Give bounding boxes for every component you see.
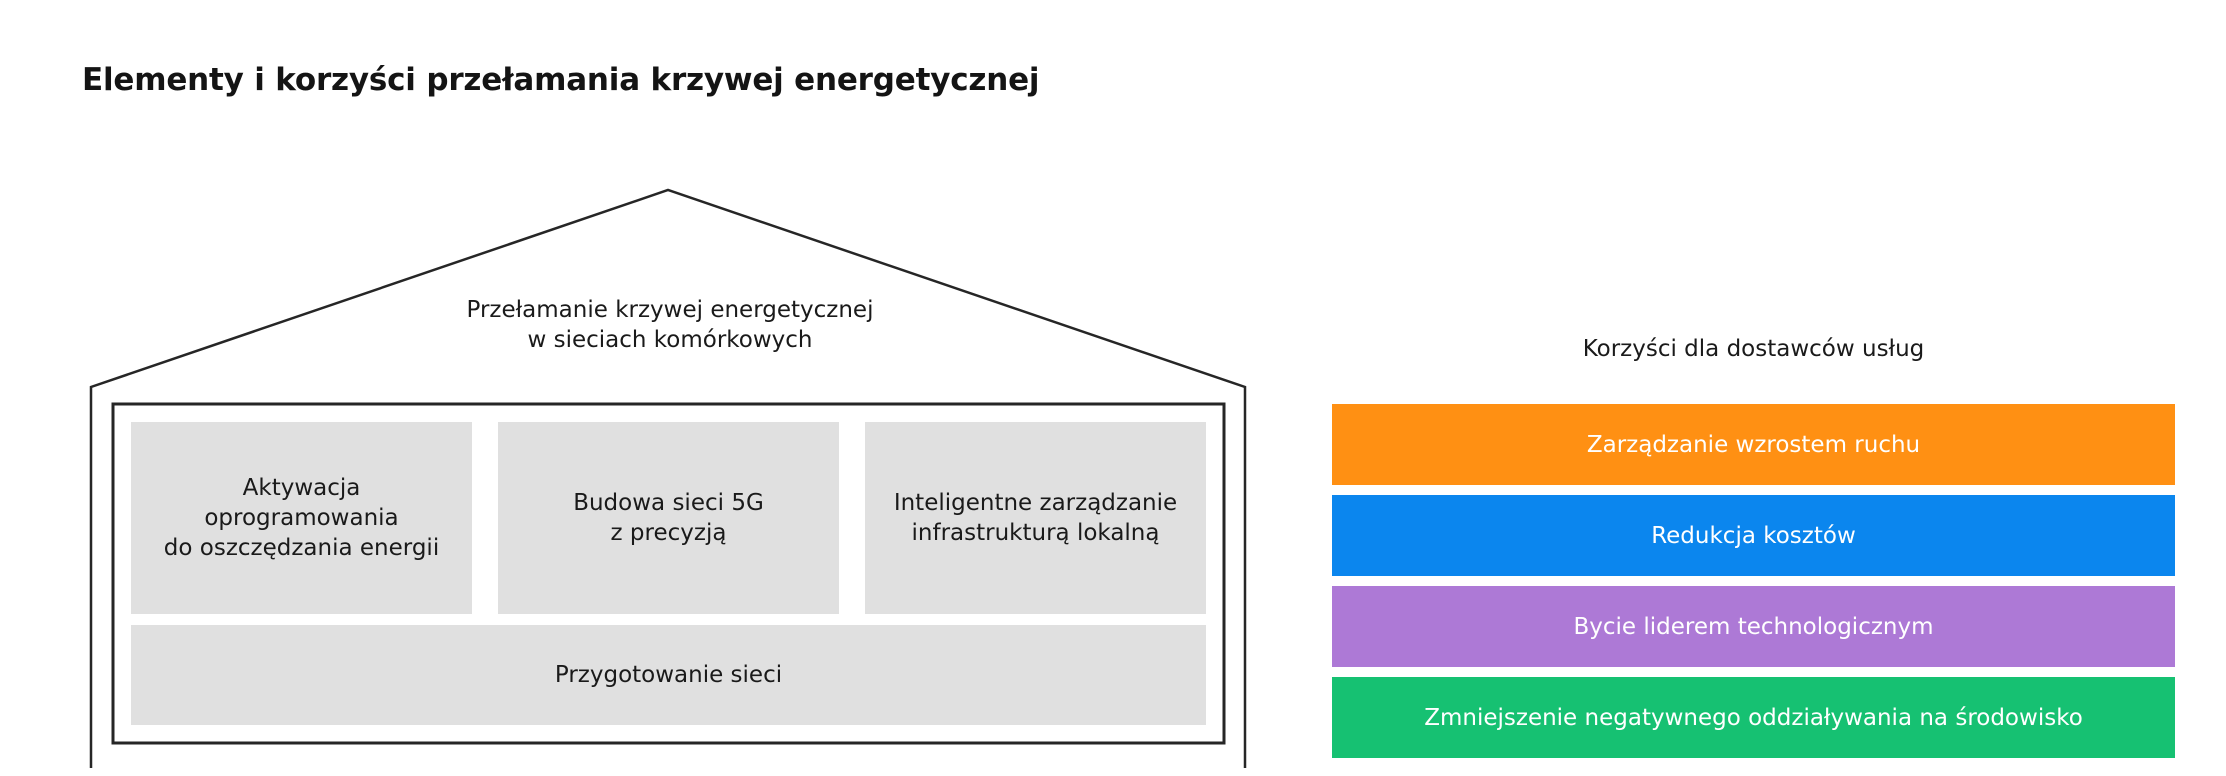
pillar-card-5g-build[interactable]: Budowa sieci 5G z precyzją xyxy=(498,422,839,614)
foundation-card[interactable]: Przygotowanie sieci xyxy=(131,625,1206,725)
benefit-bar-cost-reduction[interactable]: Redukcja kosztów xyxy=(1332,495,2175,576)
pillar-3-line-2: infrastrukturą lokalną xyxy=(911,520,1160,546)
pillar-1-line-3: do oszczędzania energii xyxy=(163,535,440,561)
pillar-2-line-1: Budowa sieci 5G xyxy=(573,490,764,516)
benefit-label-environment: Zmniejszenie negatywnego oddziaływania n… xyxy=(1424,704,2083,731)
roof-label-line-2: w sieciach komórkowych xyxy=(527,327,813,353)
benefit-label-traffic-growth: Zarządzanie wzrostem ruchu xyxy=(1586,431,1921,458)
pillar-1-line-1: Aktywacja xyxy=(242,475,361,501)
benefits-panel: Korzyści dla dostawców usług Zarządzanie… xyxy=(1332,0,2175,776)
pillar-1-line-2: oprogramowania xyxy=(204,505,399,531)
house-diagram: Przełamanie krzywej energetycznej w siec… xyxy=(89,188,1247,768)
house-outline-svg xyxy=(89,188,1247,768)
benefits-title: Korzyści dla dostawców usług xyxy=(1582,336,1925,362)
benefit-label-cost-reduction: Redukcja kosztów xyxy=(1651,522,1856,549)
benefit-bar-tech-leadership[interactable]: Bycie liderem technologicznym xyxy=(1332,586,2175,667)
benefit-bar-environment[interactable]: Zmniejszenie negatywnego oddziaływania n… xyxy=(1332,677,2175,758)
benefits-list: Zarządzanie wzrostem ruchu Redukcja kosz… xyxy=(1332,404,2175,768)
house-inner-box xyxy=(111,402,1226,745)
pillar-card-energy-software[interactable]: Aktywacja oprogramowania do oszczędzania… xyxy=(131,422,472,614)
page-title: Elementy i korzyści przełamania krzywej … xyxy=(82,62,1040,98)
pillar-card-smart-infrastructure[interactable]: Inteligentne zarządzanie infrastrukturą … xyxy=(865,422,1206,614)
house-roof-label: Przełamanie krzywej energetycznej w siec… xyxy=(300,295,1040,355)
house-outer-shape xyxy=(89,188,1247,768)
roof-label-line-1: Przełamanie krzywej energetycznej xyxy=(466,297,874,323)
benefit-label-tech-leadership: Bycie liderem technologicznym xyxy=(1573,613,1934,640)
pillars-row: Aktywacja oprogramowania do oszczędzania… xyxy=(131,422,1206,614)
benefit-bar-traffic-growth[interactable]: Zarządzanie wzrostem ruchu xyxy=(1332,404,2175,485)
pillar-2-line-2: z precyzją xyxy=(610,520,727,546)
foundation-label: Przygotowanie sieci xyxy=(554,662,783,688)
pillar-3-line-1: Inteligentne zarządzanie xyxy=(893,490,1178,516)
